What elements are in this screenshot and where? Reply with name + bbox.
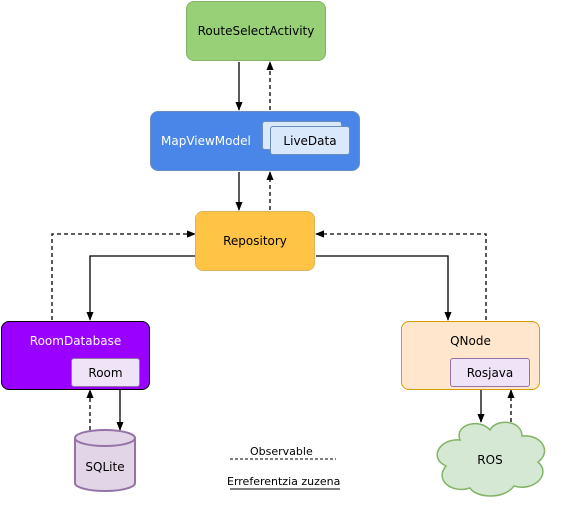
sqlite-label: SQLite (85, 460, 125, 474)
legend-observable-label: Observable (250, 445, 313, 458)
edge-repository-to-roomdatabase (86, 255, 195, 321)
rosjava-box: Rosjava (450, 358, 530, 387)
rosjava-label: Rosjava (466, 365, 514, 380)
legend-direct-reference-label: Erreferentzia zuzena (227, 475, 341, 488)
ros-label: ROS (477, 453, 503, 467)
route-select-activity-label: RouteSelectActivity (197, 24, 315, 38)
room-box: Room (71, 358, 140, 387)
edge-repository-to-qnode (316, 255, 452, 321)
room-label: Room (88, 365, 123, 380)
edge-roomdatabase-observable (51, 230, 196, 320)
repository-box: Repository (195, 211, 315, 271)
sqlite-cylinder (74, 429, 136, 492)
edge-qnode-observable (315, 230, 487, 320)
repository-label: Repository (223, 234, 287, 248)
room-database-label: RoomDatabase (29, 334, 122, 348)
live-data-label: LiveData (283, 133, 337, 148)
live-data-box: LiveData (270, 126, 350, 155)
map-view-model-label: MapViewModel (161, 134, 251, 148)
ros-cloud (436, 421, 546, 497)
route-select-activity-box: RouteSelectActivity (186, 1, 326, 61)
qnode-label: QNode (450, 334, 491, 348)
